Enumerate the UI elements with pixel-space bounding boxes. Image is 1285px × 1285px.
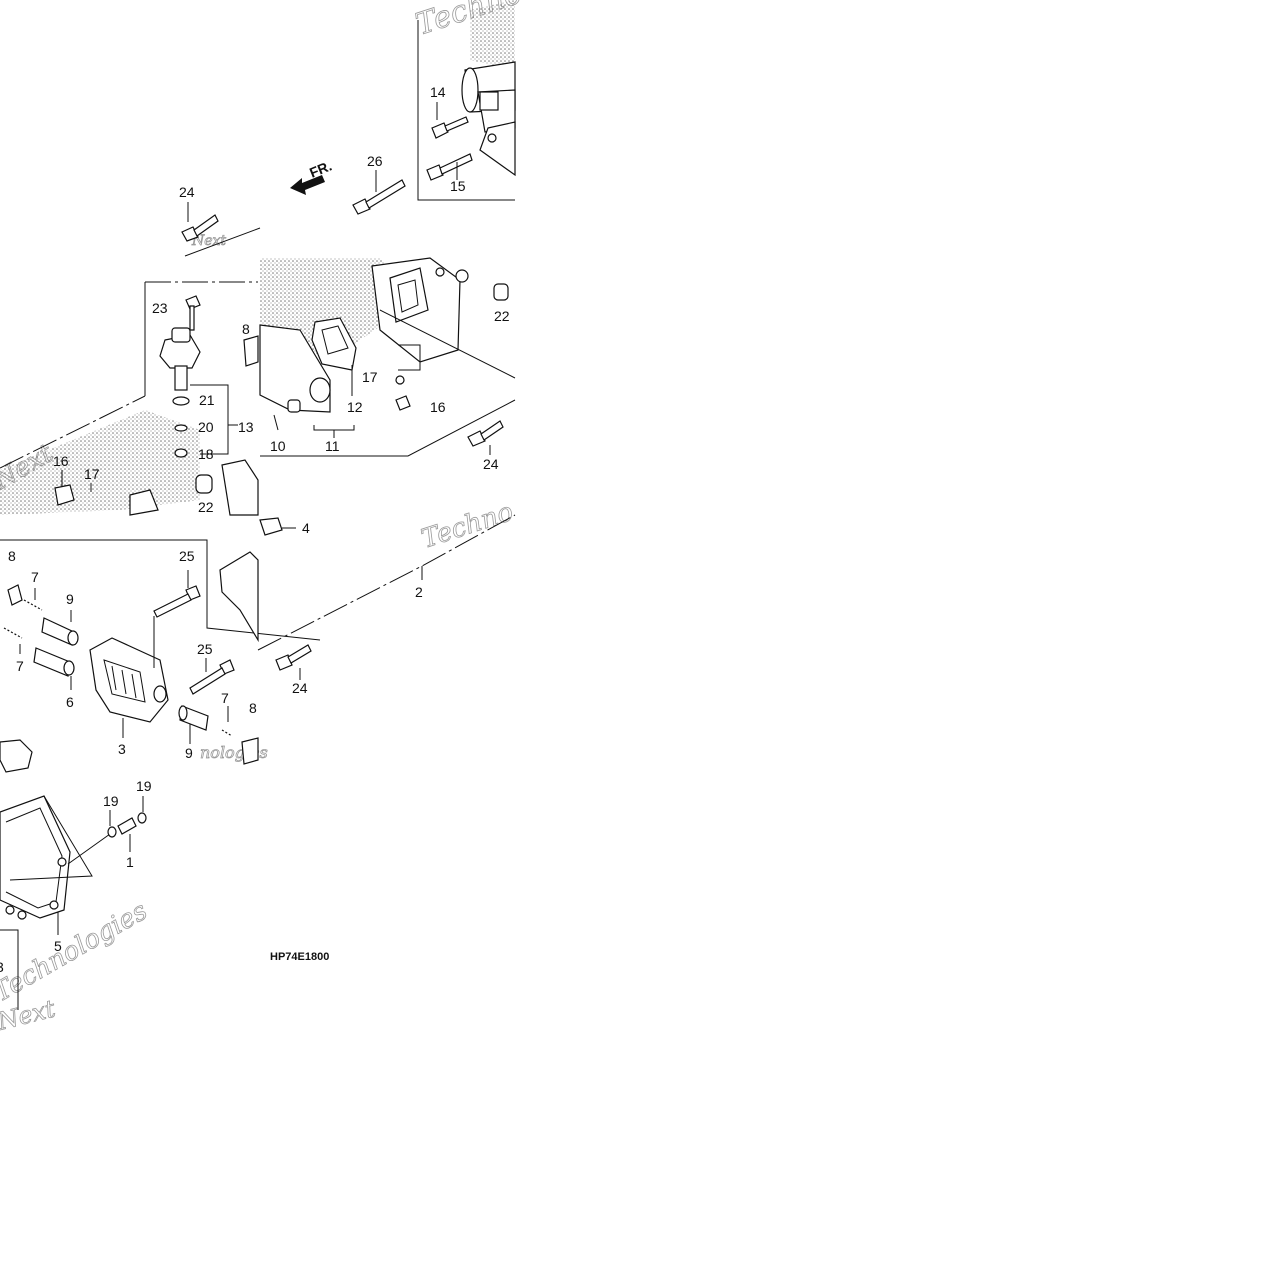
callout-3-partial: 3 xyxy=(0,959,4,975)
callout-23: 23 xyxy=(152,300,168,316)
callout-8: 8 xyxy=(249,700,257,716)
fr-direction-label: FR. xyxy=(307,157,334,180)
watermark-text: Techno xyxy=(418,497,517,555)
callout-1: 1 xyxy=(126,854,134,870)
callout-26: 26 xyxy=(367,153,383,169)
callout-19: 19 xyxy=(103,793,119,809)
shift-valve-assembly xyxy=(0,514,516,1010)
callout-22: 22 xyxy=(198,499,214,515)
callout-25: 25 xyxy=(179,548,195,564)
bolt-24-upper xyxy=(181,202,261,257)
callout-10: 10 xyxy=(270,438,286,454)
callout-21: 21 xyxy=(199,392,215,408)
callout-14: 14 xyxy=(430,84,446,100)
solenoid-assembly xyxy=(0,281,259,516)
callout-22: 22 xyxy=(494,308,510,324)
watermarks: Techno Next Techno Next nologies Technol… xyxy=(0,0,526,1036)
callout-8: 8 xyxy=(8,548,16,564)
bolt-26 xyxy=(352,170,406,215)
callout-20: 20 xyxy=(198,419,214,435)
callout-3: 3 xyxy=(118,741,126,757)
callout-2: 2 xyxy=(415,584,423,600)
callout-17: 17 xyxy=(362,369,378,385)
callout-9: 9 xyxy=(66,591,74,607)
watermark-text: Next xyxy=(191,233,226,249)
callout-9: 9 xyxy=(185,745,193,761)
callout-8: 8 xyxy=(242,321,250,337)
callout-6: 6 xyxy=(66,694,74,710)
bolt-24-middle xyxy=(467,420,504,455)
callout-16: 16 xyxy=(430,399,446,415)
callout-7: 7 xyxy=(16,658,24,674)
callout-7: 7 xyxy=(31,569,39,585)
callout-4: 4 xyxy=(302,520,310,536)
callout-24: 24 xyxy=(483,456,499,472)
valve-body-assembly xyxy=(259,257,516,457)
callout-17: 17 xyxy=(84,466,100,482)
callout-5: 5 xyxy=(54,938,62,954)
callout-18: 18 xyxy=(198,446,214,462)
callout-15: 15 xyxy=(450,178,466,194)
callout-16: 16 xyxy=(53,453,69,469)
callout-13: 13 xyxy=(238,419,254,435)
diagram-code: HP74E1800 xyxy=(270,951,329,963)
callout-11: 11 xyxy=(325,438,340,454)
callout-24: 24 xyxy=(292,680,308,696)
callout-7: 7 xyxy=(221,690,229,706)
front-direction-marker: FR. xyxy=(290,157,334,195)
upper-right-assembly xyxy=(417,0,516,201)
bolt-24-lower xyxy=(275,644,312,680)
callout-12: 12 xyxy=(347,399,363,415)
callout-25: 25 xyxy=(197,641,213,657)
callout-24: 24 xyxy=(179,184,195,200)
callout-19: 19 xyxy=(136,778,152,794)
callout-labels: 14 15 26 24 23 8 22 17 12 16 21 20 13 18… xyxy=(0,84,510,975)
